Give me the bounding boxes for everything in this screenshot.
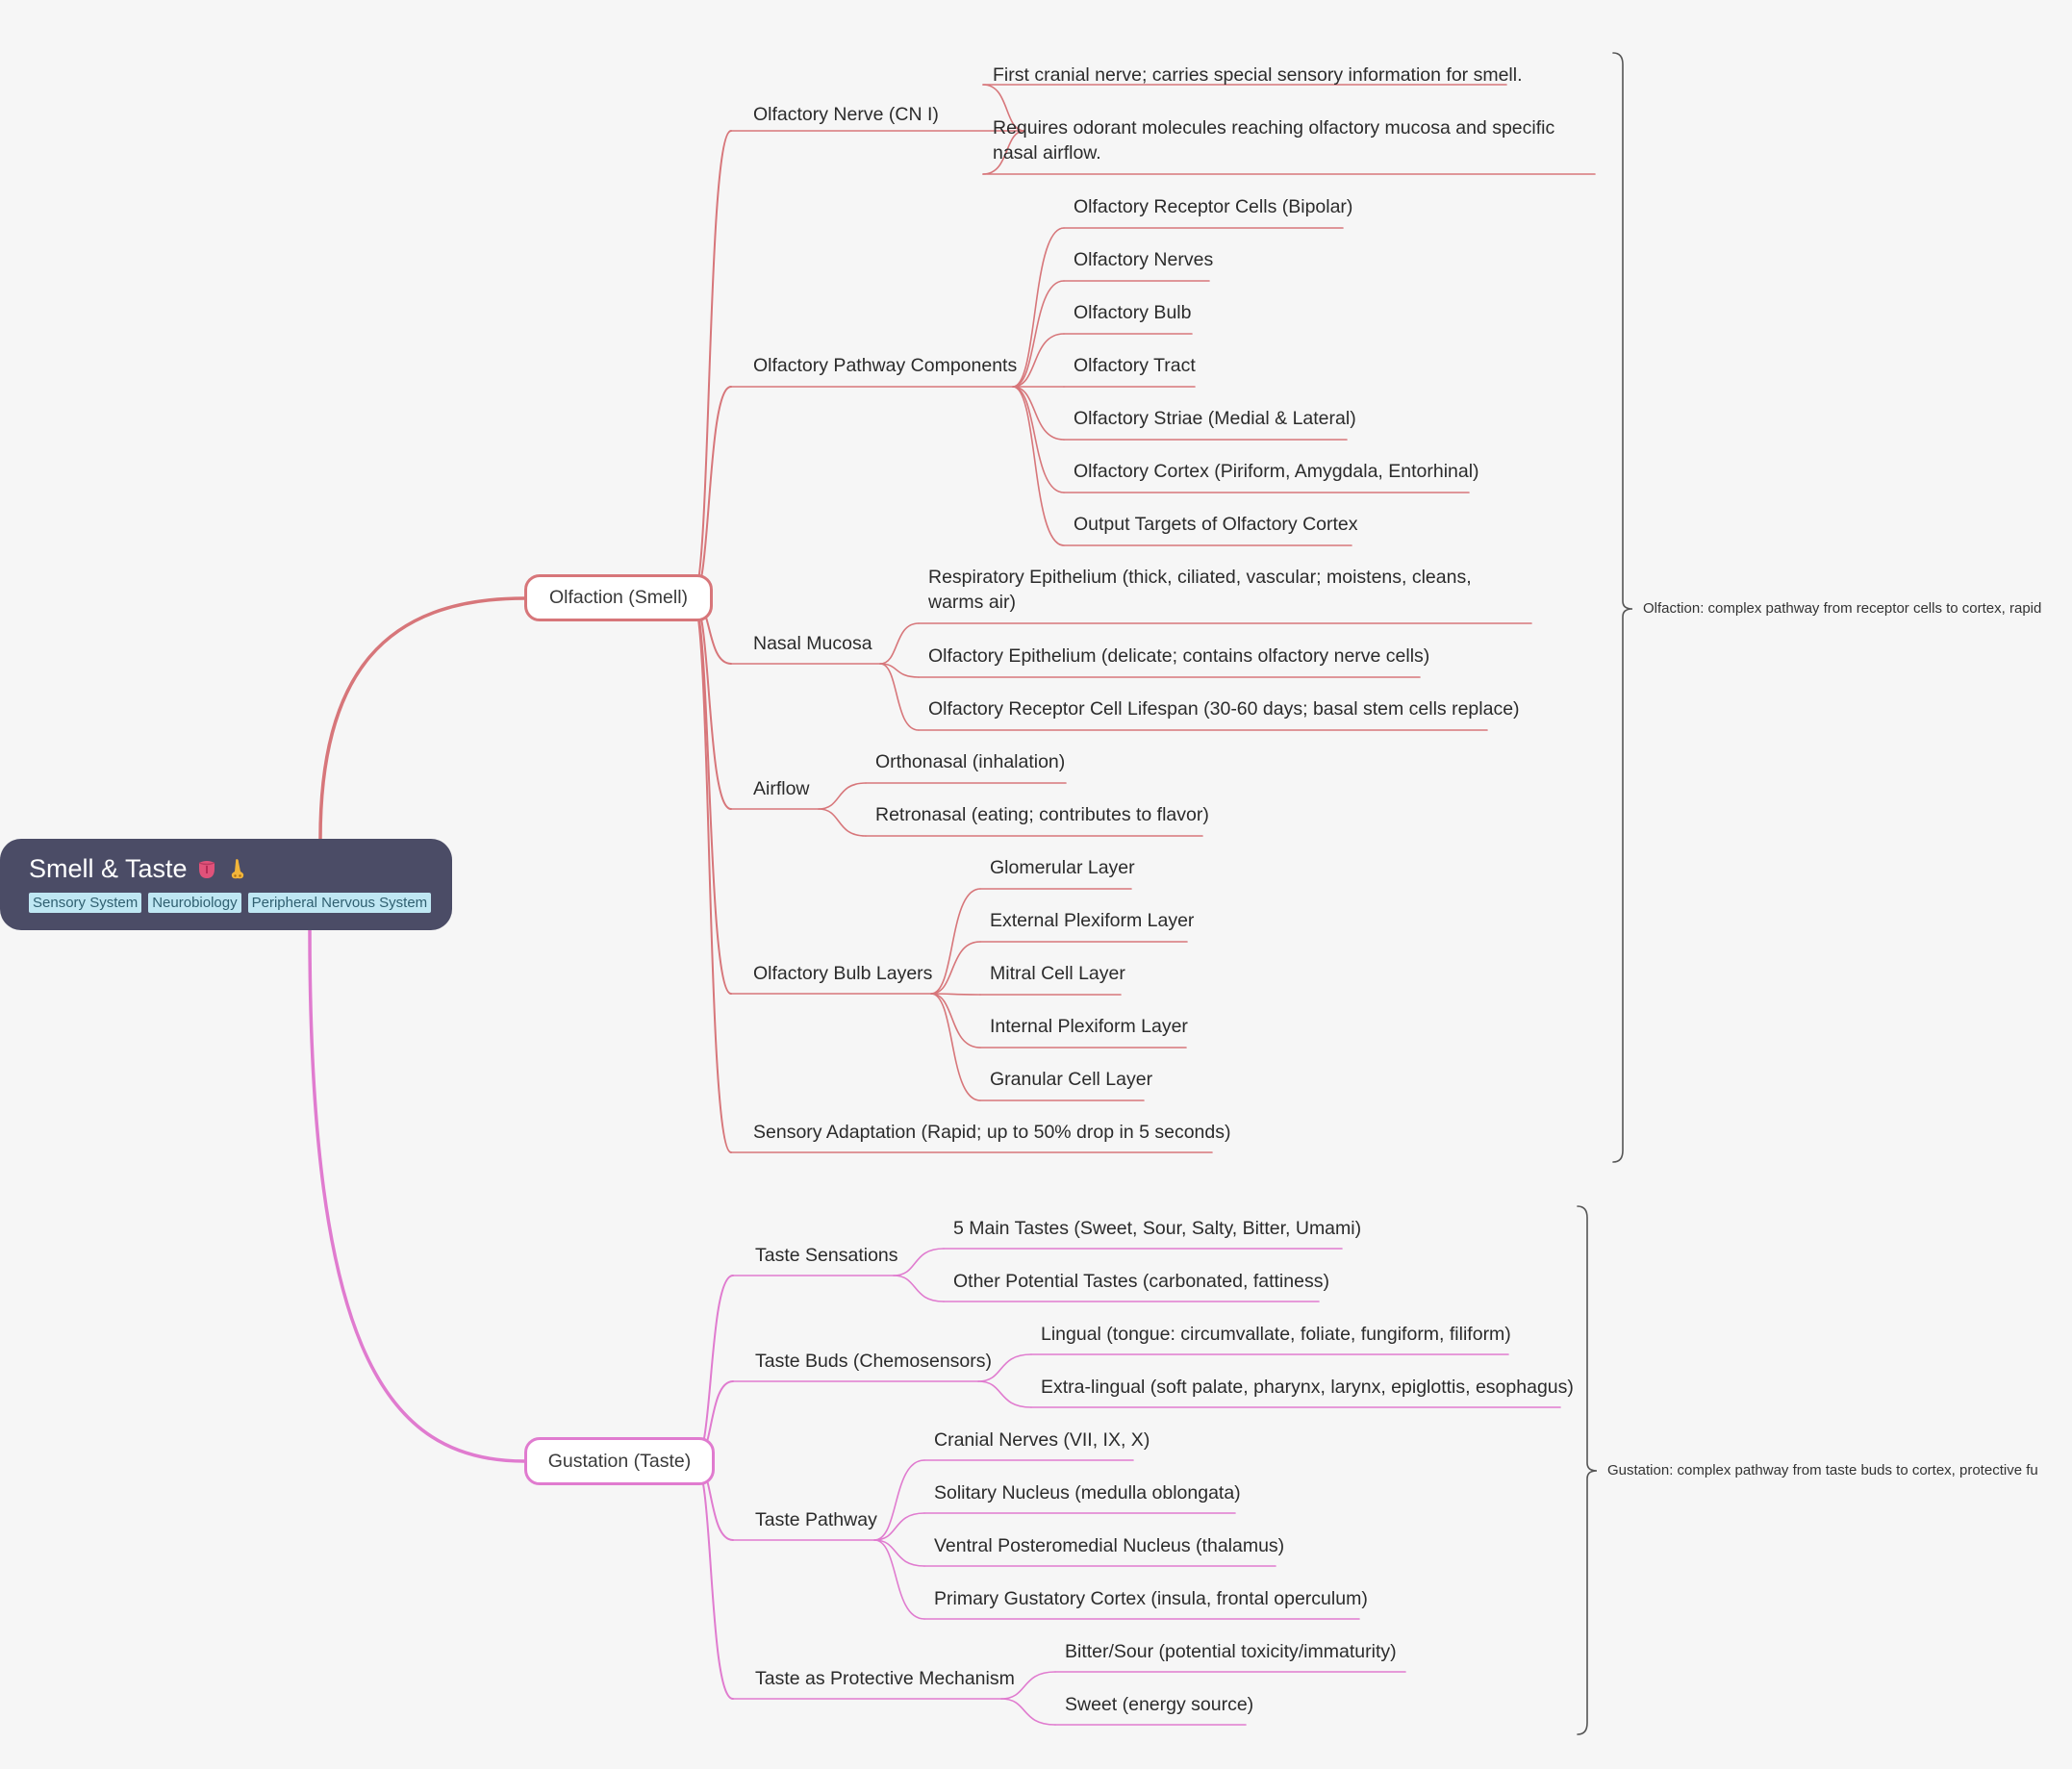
root-title: Smell & Taste [29,854,188,883]
olfaction-topic-connector-0 [692,130,732,599]
olfaction-summary-bracket [1612,52,1633,1163]
leaf-internal-plexiform[interactable]: Internal Plexiform Layer [990,1016,1188,1037]
olfaction-leaf-connector-4-0 [930,888,981,995]
olfaction-leaf-connector-1-2 [1012,333,1065,388]
olfaction-leaf-connector-1-6 [1012,386,1065,546]
gustation-leaf-connector-0-0 [893,1248,945,1276]
leaf-olfactory-striae[interactable]: Olfactory Striae (Medial & Lateral) [1074,408,1356,429]
topic-taste-pathway[interactable]: Taste Pathway [755,1509,877,1530]
olfaction-leaf-connector-1-1 [1012,280,1065,388]
leaf-mitral-cell[interactable]: Mitral Cell Layer [990,963,1125,984]
leaf-output-targets[interactable]: Output Targets of Olfactory Cortex [1074,514,1358,535]
topic-taste-sensations[interactable]: Taste Sensations [755,1245,898,1266]
leaf-olfactory-tract[interactable]: Olfactory Tract [1074,355,1196,376]
leaf-olfactory-bulb[interactable]: Olfactory Bulb [1074,302,1192,323]
gustation-topic-connector-0 [694,1275,734,1462]
olfaction-leaf-connector-4-2 [930,993,981,996]
gustation-leaf-connector-0-1 [893,1275,945,1302]
root-title-row: Smell & Taste [29,852,452,885]
tag-sensory-system[interactable]: Sensory System [29,893,142,913]
leaf-gustatory-cortex[interactable]: Primary Gustatory Cortex (insula, fronta… [934,1588,1368,1609]
tag-neurobiology[interactable]: Neurobiology [148,893,241,913]
leaf-other-tastes[interactable]: Other Potential Tastes (carbonated, fatt… [953,1271,1329,1292]
olfaction-leaf-connector-1-5 [1012,386,1065,493]
gustation-leaf-connector-3-0 [1000,1671,1056,1700]
olfaction-leaf-connector-4-1 [930,941,981,995]
topic-sensory-adaptation[interactable]: Sensory Adaptation (Rapid; up to 50% dro… [753,1122,1231,1143]
topic-olfactory-nerve[interactable]: Olfactory Nerve (CN I) [753,104,939,125]
olfaction-topic-connector-3 [692,597,732,810]
olfaction-leaf-connector-3-0 [818,782,867,810]
olfaction-leaf-connector-4-4 [930,993,981,1101]
olfaction-leaf-connector-0-1 [982,130,1025,175]
olfaction-leaf-connector-1-0 [1012,227,1065,388]
gustation-leaf-connector-1-1 [977,1380,1032,1408]
gustation-leaf-connector-2-3 [873,1539,925,1620]
leaf-external-plexiform[interactable]: External Plexiform Layer [990,910,1195,931]
leaf-olfactory-cortex[interactable]: Olfactory Cortex (Piriform, Amygdala, En… [1074,461,1479,482]
gustation-summary-bracket [1577,1205,1598,1735]
tag-peripheral-nervous-system[interactable]: Peripheral Nervous System [247,893,432,913]
olfaction-leaf-connector-3-1 [818,808,867,837]
gustation-leaf-connector-2-2 [873,1539,925,1567]
topic-nasal-mucosa[interactable]: Nasal Mucosa [753,633,872,654]
nose-icon [231,859,243,879]
leaf-receptor-cells[interactable]: Olfactory Receptor Cells (Bipolar) [1074,196,1353,217]
leaf-olfactory-nerves[interactable]: Olfactory Nerves [1074,249,1214,270]
topic-taste-buds[interactable]: Taste Buds (Chemosensors) [755,1351,993,1372]
leaf-lingual[interactable]: Lingual (tongue: circumvallate, foliate,… [1041,1324,1511,1345]
leaf-retronasal[interactable]: Retronasal (eating; contributes to flavo… [875,804,1209,825]
leaf-extra-lingual[interactable]: Extra-lingual (soft palate, pharynx, lar… [1041,1377,1574,1398]
topic-protective-mechanism[interactable]: Taste as Protective Mechanism [755,1668,1015,1689]
summary-gustation[interactable]: Gustation: complex pathway from taste bu… [1607,1462,2038,1478]
root-olfaction-connector [318,596,526,841]
topic-olfactory-pathway[interactable]: Olfactory Pathway Components [753,355,1018,376]
tongue-icon [198,861,215,878]
root-tags: Sensory System Neurobiology Peripheral N… [29,893,452,913]
leaf-glomerular-layer[interactable]: Glomerular Layer [990,857,1135,878]
leaf-five-main-tastes[interactable]: 5 Main Tastes (Sweet, Sour, Salty, Bitte… [953,1218,1362,1239]
leaf-respiratory-epithelium[interactable]: Respiratory Epithelium (thick, ciliated,… [928,567,1472,613]
root-node[interactable]: Smell & Taste Sensory System Neurobiolog… [0,839,452,930]
gustation-leaf-connector-1-0 [977,1353,1032,1382]
leaf-olfactory-epithelium[interactable]: Olfactory Epithelium (delicate; contains… [928,645,1430,667]
gustation-leaf-connector-2-0 [873,1459,925,1541]
leaf-granular-cell[interactable]: Granular Cell Layer [990,1069,1153,1090]
olfaction-leaf-connector-1-4 [1012,386,1065,441]
gustation-leaf-connector-2-1 [873,1512,925,1541]
leaf-solitary-nucleus[interactable]: Solitary Nucleus (medulla oblongata) [934,1482,1241,1504]
leaf-sweet[interactable]: Sweet (energy source) [1065,1694,1254,1715]
olfaction-topic-connector-1 [692,386,732,599]
leaf-orthonasal[interactable]: Orthonasal (inhalation) [875,751,1066,772]
branch-gustation[interactable]: Gustation (Taste) [524,1437,715,1485]
leaf-vpm-nucleus[interactable]: Ventral Posteromedial Nucleus (thalamus) [934,1535,1285,1556]
topic-airflow[interactable]: Airflow [753,778,810,799]
leaf-bitter-sour[interactable]: Bitter/Sour (potential toxicity/immaturi… [1065,1641,1397,1662]
olfaction-leaf-connector-0-0 [982,84,1025,132]
leaf-first-cranial-nerve[interactable]: First cranial nerve; carries special sen… [993,64,1523,86]
topic-bulb-layers[interactable]: Olfactory Bulb Layers [753,963,933,984]
olfaction-topic-connector-5 [692,597,732,1153]
leaf-odorant-airflow[interactable]: Requires odorant molecules reaching olfa… [993,117,1555,164]
leaf-receptor-lifespan[interactable]: Olfactory Receptor Cell Lifespan (30-60 … [928,698,1520,720]
olfaction-leaf-connector-2-2 [879,663,920,731]
gustation-leaf-connector-3-1 [1000,1698,1056,1726]
summary-olfaction[interactable]: Olfaction: complex pathway from receptor… [1643,600,2042,617]
branch-olfaction[interactable]: Olfaction (Smell) [524,574,713,621]
olfaction-leaf-connector-4-3 [930,993,981,1049]
gustation-topic-connector-3 [694,1460,734,1700]
leaf-cranial-nerves[interactable]: Cranial Nerves (VII, IX, X) [934,1429,1150,1451]
root-gustation-connector [308,928,526,1463]
olfaction-leaf-connector-2-0 [879,622,920,665]
